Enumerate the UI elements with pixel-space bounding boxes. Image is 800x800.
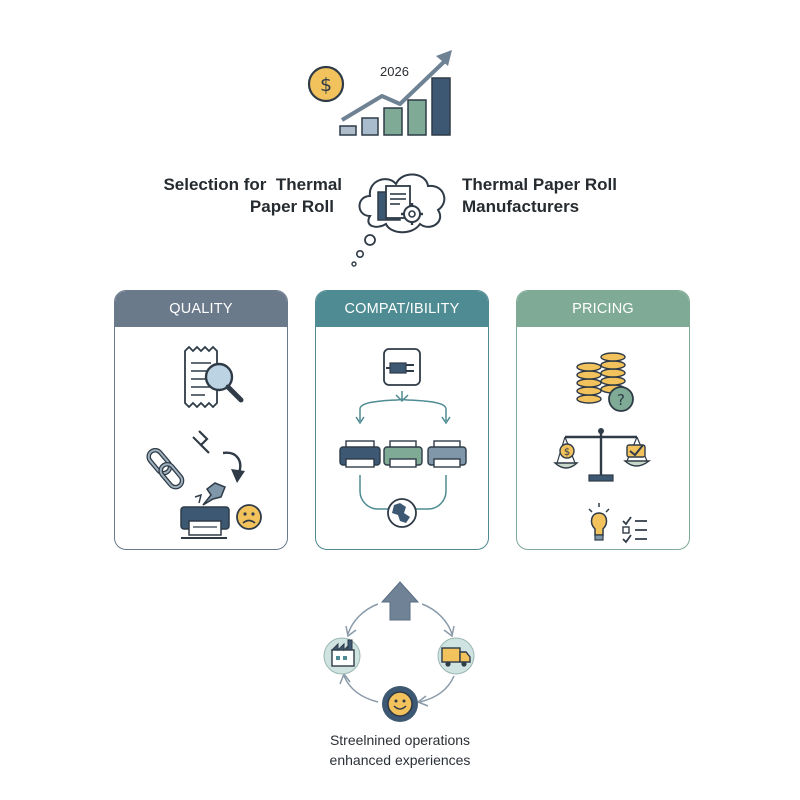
growth-bar-chart-icon [339,50,452,136]
cycle-caption: Streelnined operations enhanced experien… [250,730,550,770]
broken-printer-icon [180,482,230,539]
truck-icon [437,637,475,675]
broken-chain-icon [146,447,185,490]
right-title-line2: Manufacturers [462,197,580,216]
dollar-coin-icon: $ [307,65,345,103]
quality-card: QUALITY [114,290,288,550]
coin-stack-icon [576,352,626,404]
quality-card-header: QUALITY [115,291,287,327]
pricing-card-header: PRICING [517,291,689,327]
cycle-caption-line1: Streelnined operations [329,732,471,748]
svg-text:$: $ [564,447,570,458]
left-title: Selection for Thermal Paper Roll [110,174,342,218]
compatibility-card-header: COMPAT/IBILITY [316,291,488,327]
printer-icon [383,440,423,468]
growth-chart-graphic: $ [300,44,470,140]
svg-text:?: ? [617,391,625,409]
balance-scale-icon: $ [553,428,652,482]
left-title-line2: Paper Roll [249,197,334,216]
left-title-line1: Selection for Thermal [163,175,342,194]
right-title: Thermal Paper Roll Manufacturers [462,174,702,218]
factory-icon [323,637,361,675]
question-icon: ? [608,386,634,412]
thought-cloud-icon [348,158,460,270]
svg-text:$: $ [320,74,332,96]
printer-icon [427,440,467,468]
pricing-card: PRICING ? [516,290,690,550]
right-title-line1: Thermal Paper Roll [462,175,617,194]
plug-icon [383,348,421,386]
up-arrow-icon [380,581,420,621]
benefit-cycle [310,578,490,728]
compatibility-card: COMPAT/IBILITY [315,290,489,550]
sad-face-icon [236,504,262,530]
receipt-magnifier-icon [184,345,244,409]
document-gear-icon [377,185,423,225]
year-label: 2026 [380,64,409,79]
lightbulb-icon [588,503,610,541]
globe-icon [387,498,417,528]
checklist-icon [622,516,647,544]
printer-icon [339,440,381,468]
smiley-face-icon [382,686,418,722]
cycle-caption-line2: enhanced experiences [329,752,471,768]
